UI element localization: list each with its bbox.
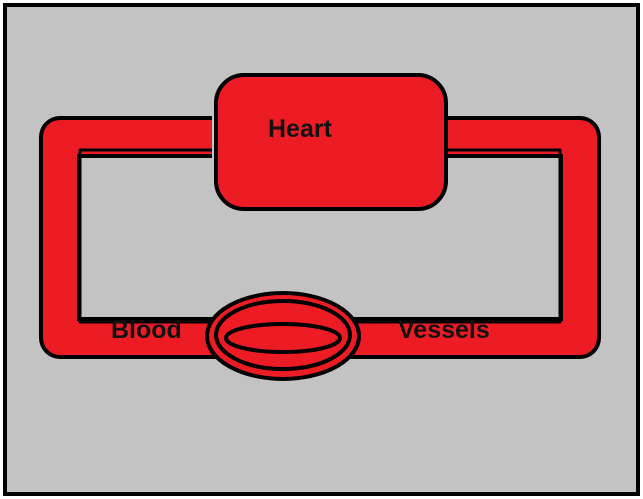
heart-block [214,73,448,211]
vessel-inner-ellipse [224,322,342,354]
heart-label: Heart [268,115,333,143]
vessels-label: Vessels [398,316,490,344]
blood-label: Blood [111,316,182,344]
vessel-outer-ellipse [205,291,361,381]
vessel-middle-ellipse [214,299,352,371]
